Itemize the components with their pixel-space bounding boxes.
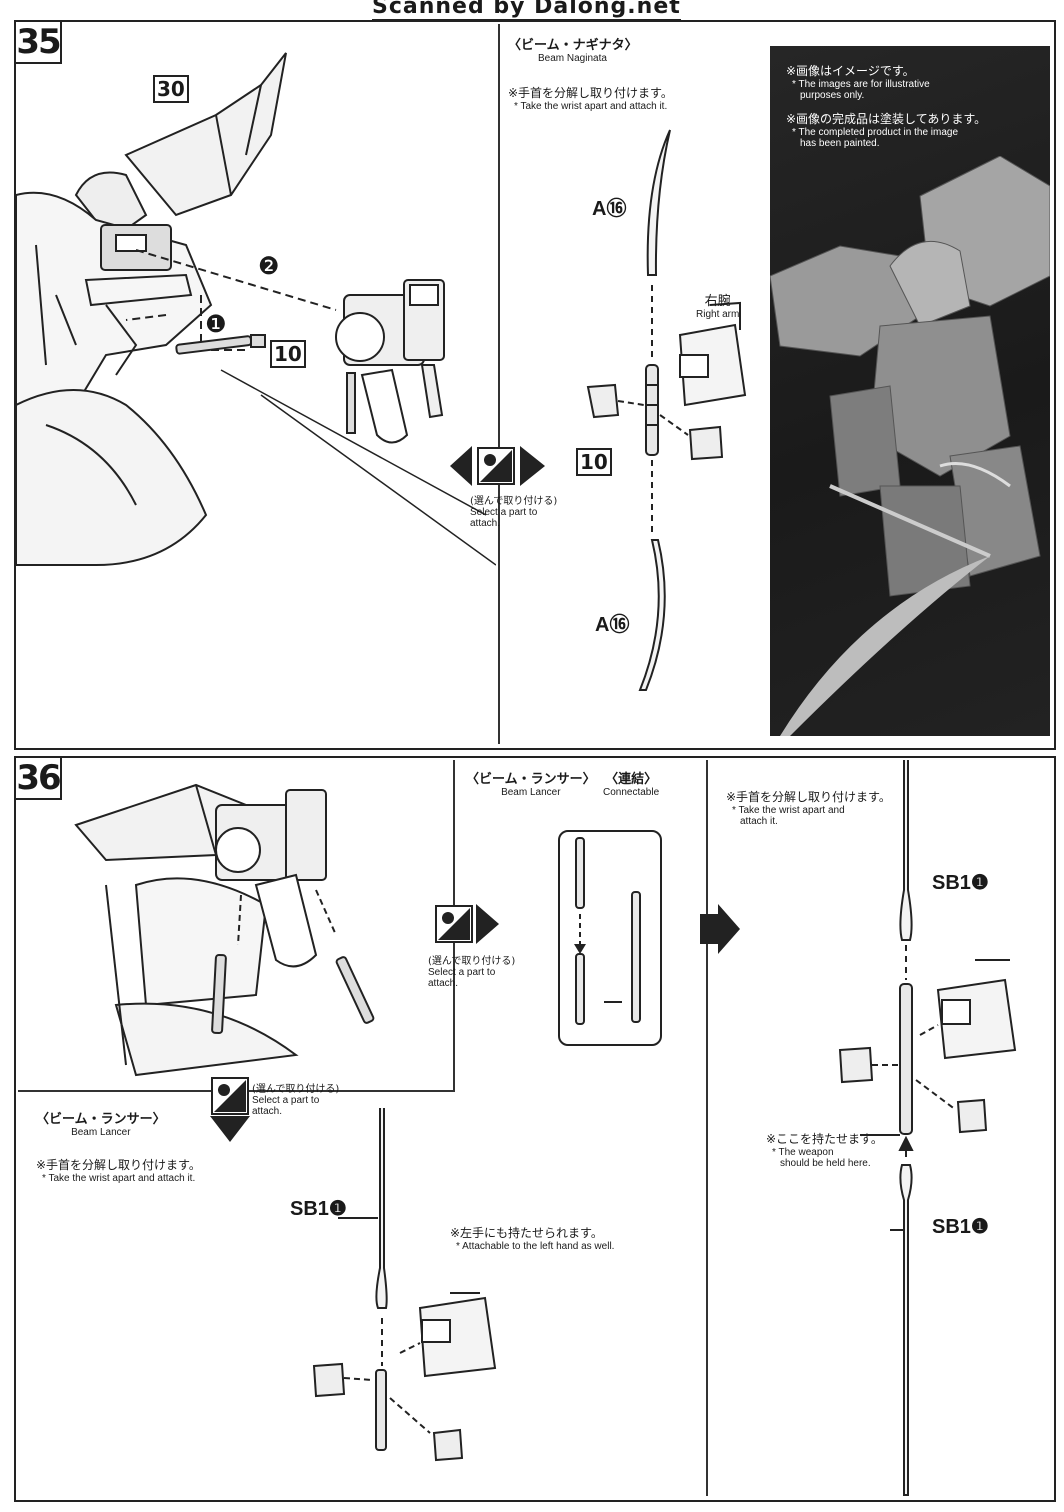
- qubeley-illustration-36: [74, 783, 375, 1077]
- step-36-divider-right: [706, 760, 708, 1496]
- right-bottom-part-label: SB1❶: [932, 1216, 989, 1238]
- photo-note-2-jp: ※画像の完成品は塗装してあります。: [786, 112, 987, 126]
- naginata-wrist-note-en: * Take the wrist apart and attach it.: [514, 101, 668, 112]
- lancer-left-wrist-note: ※手首を分解し取り付けます。 * Take the wrist apart an…: [36, 1156, 201, 1184]
- completed-model-photo: ※画像はイメージです。 * The images are for illustr…: [770, 46, 1050, 736]
- hold-here-note: ※ここを持たせます。 * The weapon should be held h…: [766, 1130, 883, 1169]
- select-part-36b-jp: (選んで取り付ける): [252, 1084, 340, 1095]
- left-hand-note-en: * Attachable to the left hand as well.: [456, 1241, 615, 1252]
- select-part-icon: [450, 446, 545, 486]
- naginata-blade-top-label: A⑯: [592, 198, 627, 220]
- lancer-left-title: 〈ビーム・ランサー〉 Beam Lancer: [36, 1108, 166, 1138]
- right-wrist-note-jp: ※手首を分解し取り付けます。: [726, 790, 891, 804]
- right-arm-jp: 右腕: [704, 294, 731, 309]
- left-hand-note: ※左手にも持たせられます。 * Attachable to the left h…: [450, 1224, 614, 1252]
- right-arm-label: 右腕 Right arm: [696, 290, 739, 320]
- select-part-note-36b: (選んで取り付ける) Select a part to attach.: [252, 1080, 339, 1117]
- hold-here-note-en-1: * The weapon: [772, 1147, 834, 1158]
- part-number-10-naginata: 10: [576, 448, 612, 476]
- backpack-thruster-unit: [335, 279, 445, 444]
- select-part-36a-en-1: Select a part to: [428, 967, 496, 978]
- right-wrist-note-en-1: * Take the wrist apart and: [732, 805, 845, 816]
- lancer-left-part-label: SB1❶: [290, 1198, 347, 1220]
- left-hand-note-jp: ※左手にも持たせられます。: [450, 1226, 603, 1240]
- photo-note-2-en-1: * The completed product in the image: [792, 127, 959, 138]
- lancer-left-wrist-note-en: * Take the wrist apart and attach it.: [42, 1173, 196, 1184]
- qubeley-illustration: [16, 52, 496, 566]
- photo-note-1-en-1: * The images are for illustrative: [792, 79, 930, 90]
- select-part-36b-en-1: Select a part to: [252, 1095, 320, 1106]
- select-part-en-1: Select a part to: [470, 507, 538, 518]
- naginata-blade-bottom-label: A⑯: [595, 614, 630, 636]
- lancer-left-assembly-diagram: [312, 1108, 497, 1462]
- select-part-en-2: attach.: [470, 518, 501, 529]
- part-number-30: 30: [153, 75, 189, 103]
- right-wrist-note-en-2: attach it.: [740, 816, 778, 827]
- photo-note-1-jp: ※画像はイメージです。: [786, 64, 915, 78]
- step-36-number: 36: [14, 756, 62, 800]
- naginata-assembly-diagram: [586, 129, 747, 691]
- select-part-36a-jp: (選んで取り付ける): [428, 956, 516, 967]
- select-part-36b-en-2: attach.: [252, 1106, 283, 1117]
- naginata-wrist-note-jp: ※手首を分解し取り付けます。: [508, 86, 673, 100]
- lancer-connected-assembly-diagram: [838, 760, 1017, 1496]
- right-wrist-note: ※手首を分解し取り付けます。 * Take the wrist apart an…: [726, 788, 891, 827]
- naginata-title-jp: 〈ビーム・ナギナタ〉: [508, 38, 638, 53]
- connect-title: 〈連結〉 Connectable: [603, 768, 659, 798]
- step-35-panel: [14, 20, 1056, 750]
- naginata-wrist-note: ※手首を分解し取り付けます。 * Take the wrist apart an…: [508, 84, 673, 112]
- photo-note-2: ※画像の完成品は塗装してあります。 * The completed produc…: [786, 110, 986, 149]
- select-part-note: (選んで取り付ける) Select a part to attach.: [470, 492, 557, 529]
- connectable-diagram: [574, 837, 641, 1025]
- lancer-top-title: 〈ビーム・ランサー〉 Beam Lancer: [466, 768, 596, 798]
- connect-title-en: Connectable: [603, 787, 660, 798]
- lancer-top-title-jp: 〈ビーム・ランサー〉: [466, 772, 596, 787]
- hold-here-note-en-2: should be held here.: [780, 1158, 871, 1169]
- select-part-jp: (選んで取り付ける): [470, 496, 558, 507]
- select-part-icon-36b: [210, 1077, 250, 1142]
- naginata-title: 〈ビーム・ナギナタ〉 Beam Naginata: [508, 34, 638, 64]
- hold-here-note-jp: ※ここを持たせます。: [766, 1132, 883, 1146]
- select-part-icon-36a: [435, 904, 499, 944]
- step-35-divider: [498, 24, 500, 744]
- right-top-part-label: SB1❶: [932, 872, 989, 894]
- watermark: Scanned by Dalong.net: [372, 0, 681, 22]
- photo-note-1: ※画像はイメージです。 * The images are for illustr…: [786, 62, 930, 101]
- step-36-panel: [14, 756, 1056, 1502]
- right-arm-en: Right arm: [696, 309, 740, 320]
- step-arrow-1: ❶: [205, 310, 227, 338]
- photo-note-2-en-2: has been painted.: [800, 138, 880, 149]
- lancer-left-wrist-note-jp: ※手首を分解し取り付けます。: [36, 1158, 201, 1172]
- select-part-36a-en-2: attach.: [428, 978, 459, 989]
- lancer-left-title-en: Beam Lancer: [71, 1127, 131, 1138]
- lancer-top-title-en: Beam Lancer: [501, 787, 561, 798]
- lancer-left-title-jp: 〈ビーム・ランサー〉: [36, 1112, 166, 1127]
- photo-note-1-en-2: purposes only.: [800, 90, 865, 101]
- step-35-number: 35: [14, 20, 62, 64]
- connect-title-jp: 〈連結〉: [605, 772, 658, 787]
- naginata-title-en: Beam Naginata: [538, 53, 607, 64]
- model-silhouette: [770, 156, 1050, 736]
- flow-arrow-right: [700, 904, 740, 954]
- part-number-10: 10: [270, 340, 306, 368]
- select-part-note-36a: (選んで取り付ける) Select a part to attach.: [428, 952, 515, 989]
- step-arrow-2: ❷: [258, 252, 280, 280]
